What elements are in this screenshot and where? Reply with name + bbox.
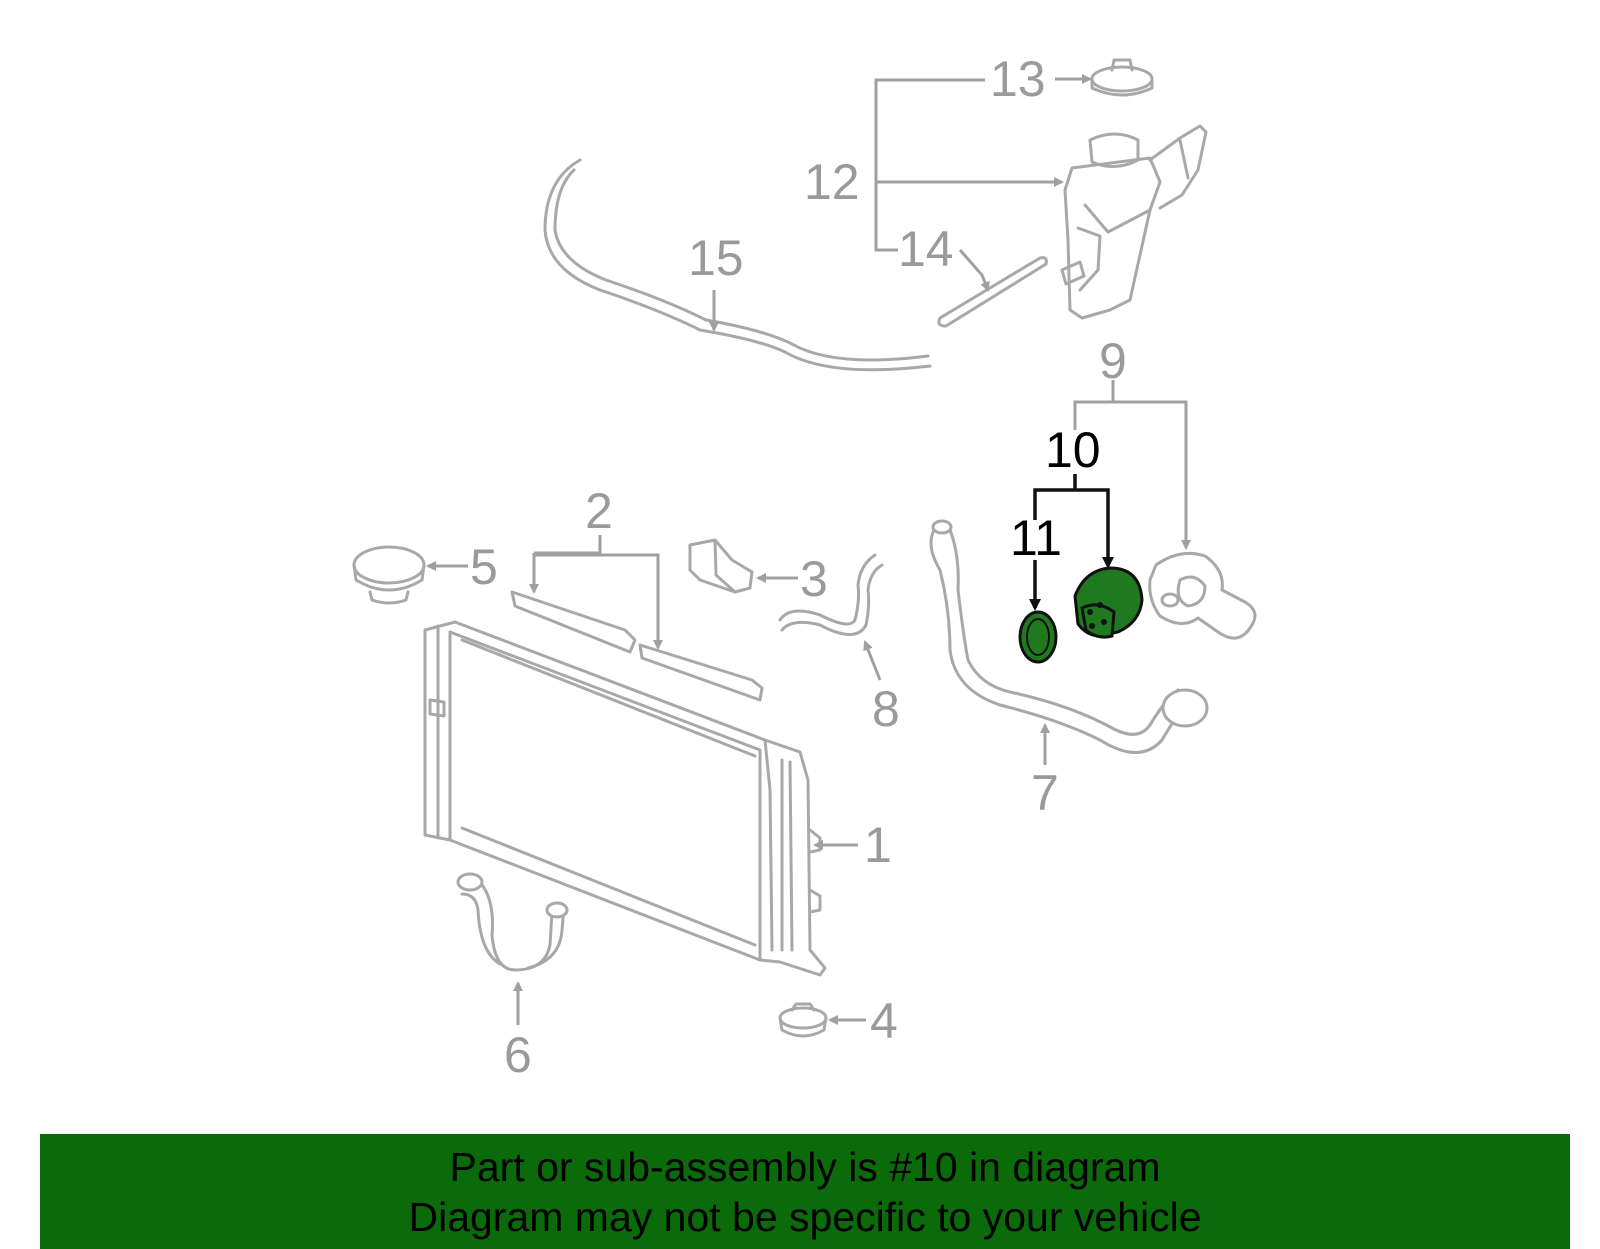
- callout-8: 8: [872, 681, 900, 737]
- radiator-seal-2a[interactable]: [510, 590, 637, 654]
- thermostat-housing-9[interactable]: [1148, 552, 1257, 640]
- thermostat-gasket-11[interactable]: [1018, 610, 1058, 664]
- callout-6: 6: [504, 1027, 532, 1083]
- callout-12: 12: [804, 154, 860, 210]
- thermostat-10[interactable]: [1073, 566, 1144, 639]
- lower-hose-6[interactable]: [456, 872, 569, 972]
- callout-14: 14: [898, 221, 954, 277]
- radiator-seal-2b[interactable]: [638, 643, 764, 702]
- callout-3: 3: [800, 551, 828, 607]
- info-banner: Part or sub-assembly is #10 in diagram D…: [40, 1134, 1570, 1249]
- reservoir-hose-14[interactable]: [937, 256, 1048, 328]
- callout-5: 5: [470, 539, 498, 595]
- callout-4: 4: [870, 993, 898, 1049]
- coolant-reservoir-12[interactable]: [1060, 124, 1208, 320]
- callout-2: 2: [585, 483, 613, 539]
- radiator-cap-5[interactable]: [352, 545, 426, 605]
- callout-1: 1: [864, 817, 892, 873]
- small-hose-8[interactable]: [778, 553, 884, 636]
- callout-13: 13: [990, 51, 1046, 107]
- highlight-leader-lines: [1029, 474, 1114, 611]
- callout-9: 9: [1099, 333, 1127, 389]
- reservoir-cap-13[interactable]: [1090, 58, 1154, 97]
- banner-line-part: Part or sub-assembly is #10 in diagram: [449, 1144, 1161, 1190]
- overflow-hose-15[interactable]: [543, 158, 932, 372]
- callout-15: 15: [688, 230, 744, 286]
- banner-line-disclaimer: Diagram may not be specific to your vehi…: [408, 1194, 1202, 1240]
- upper-hose-7[interactable]: [929, 519, 1209, 754]
- callout-11: 11: [1010, 510, 1062, 566]
- radiator-1[interactable]: [423, 620, 827, 977]
- grommet-4[interactable]: [778, 1002, 828, 1038]
- leader-lines: [426, 74, 1191, 1025]
- bracket-3[interactable]: [688, 538, 754, 594]
- callout-7: 7: [1031, 765, 1059, 821]
- callout-labels: 13 12 14 15 9 10 11 2 5 3 8 7 1 6 4: [470, 51, 1127, 1083]
- callout-10: 10: [1045, 422, 1101, 478]
